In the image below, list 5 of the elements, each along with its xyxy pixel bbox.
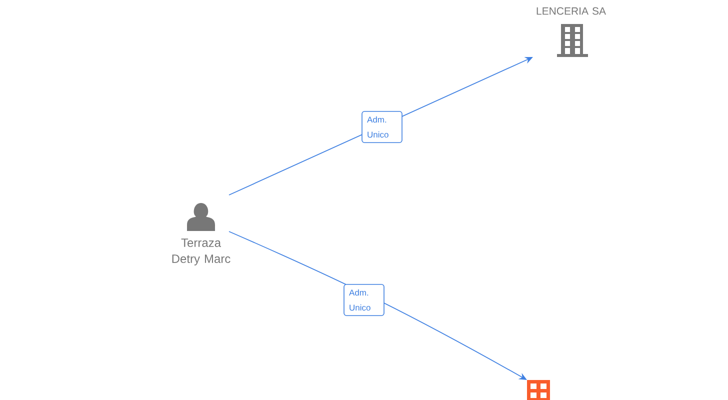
edge-label: Adm. Unico — [362, 110, 402, 144]
building-icon — [527, 380, 550, 400]
name-label: Terraza Detry Marc — [172, 238, 230, 266]
edge-label: Adm. Unico — [344, 284, 384, 316]
name-label: LENCERIA SA — [536, 7, 606, 15]
